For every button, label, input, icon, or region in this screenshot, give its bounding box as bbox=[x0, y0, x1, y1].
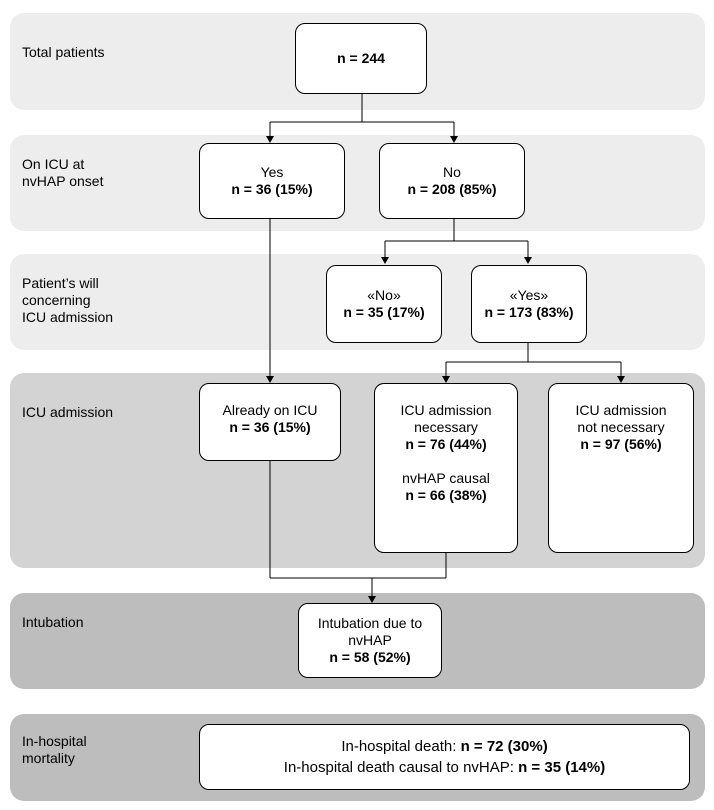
nvhap-causal-n: n = 66 (38%) bbox=[405, 487, 487, 503]
intubation-label-2: nvHAP bbox=[348, 632, 392, 648]
nvhap-causal-label: nvHAP causal bbox=[402, 470, 490, 486]
total-n: n = 244 bbox=[337, 50, 385, 66]
not-necessary-label-1: ICU admission bbox=[575, 402, 667, 418]
not-necessary-n: n = 97 (56%) bbox=[580, 436, 662, 452]
icu-yes-n: n = 36 (15%) bbox=[231, 181, 313, 197]
death-n: n = 72 (30%) bbox=[460, 738, 548, 755]
will-yes-box: «Yes» n = 173 (83%) bbox=[471, 265, 587, 343]
will-no-n: n = 35 (17%) bbox=[343, 304, 425, 320]
icu-necessary-box: ICU admission necessary n = 76 (44%) nvH… bbox=[374, 383, 518, 553]
icu-no-n: n = 208 (85%) bbox=[407, 181, 497, 197]
already-on-icu-box: Already on ICU n = 36 (15%) bbox=[199, 383, 341, 461]
necessary-label-1: ICU admission bbox=[400, 402, 492, 418]
already-n: n = 36 (15%) bbox=[229, 419, 311, 435]
already-label: Already on ICU bbox=[222, 402, 318, 418]
necessary-n: n = 76 (44%) bbox=[405, 436, 487, 452]
icu-yes-box: Yes n = 36 (15%) bbox=[199, 143, 345, 219]
not-necessary-label-2: not necessary bbox=[577, 419, 665, 435]
row-label-admission: ICU admission bbox=[22, 404, 114, 420]
row-label-intubation: Intubation bbox=[22, 614, 84, 630]
will-yes-label: «Yes» bbox=[509, 287, 549, 303]
necessary-label-2: necessary bbox=[414, 419, 478, 435]
will-yes-n: n = 173 (83%) bbox=[484, 304, 574, 320]
mortality-death-line: In-hospital death: n = 72 (30%) bbox=[341, 736, 547, 757]
intubation-label-1: Intubation due to bbox=[317, 615, 423, 631]
icu-no-label: No bbox=[443, 164, 461, 180]
death-causal-n: n = 35 (14%) bbox=[518, 759, 606, 776]
row-icu-at-onset bbox=[10, 135, 705, 231]
icu-yes-label: Yes bbox=[260, 164, 284, 180]
death-causal-label: In-hospital death causal to nvHAP: bbox=[283, 759, 514, 776]
death-label: In-hospital death: bbox=[341, 738, 457, 755]
row-label-mortality: In-hospital mortality bbox=[22, 733, 87, 766]
icu-no-box: No n = 208 (85%) bbox=[379, 143, 525, 219]
row-label-icu-onset: On ICU at nvHAP onset bbox=[22, 156, 104, 189]
icu-not-necessary-box: ICU admission not necessary n = 97 (56%) bbox=[548, 383, 694, 553]
mortality-box: In-hospital death: n = 72 (30%) In-hospi… bbox=[199, 724, 690, 790]
row-label-total: Total patients bbox=[22, 44, 105, 60]
total-patients-box: n = 244 bbox=[295, 23, 427, 94]
mortality-causal-line: In-hospital death causal to nvHAP: n = 3… bbox=[284, 757, 605, 778]
will-no-label: «No» bbox=[367, 287, 401, 303]
intubation-n: n = 58 (52%) bbox=[329, 649, 411, 665]
intubation-box: Intubation due to nvHAP n = 58 (52%) bbox=[298, 603, 442, 678]
will-no-box: «No» n = 35 (17%) bbox=[326, 265, 442, 343]
row-label-will: Patient’s will concerning ICU admission bbox=[22, 275, 114, 325]
